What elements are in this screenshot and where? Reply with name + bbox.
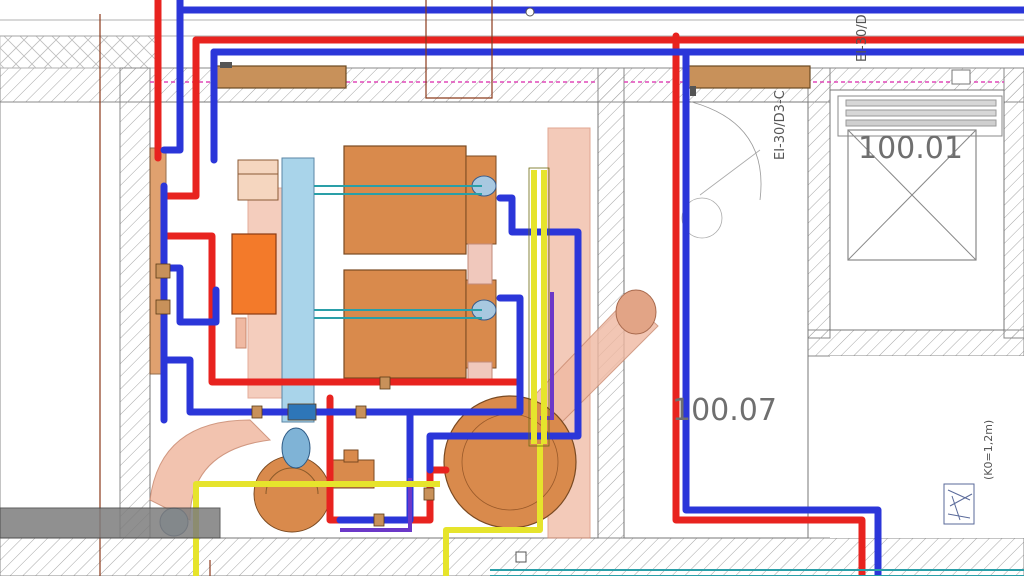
door-label-right: EI-30/D	[855, 14, 870, 62]
scribble-stamp-icon	[943, 483, 975, 525]
valves	[155, 263, 435, 527]
boiler-2	[343, 269, 467, 379]
cold-pipes	[160, 0, 1024, 576]
elevator-shaft	[837, 69, 1003, 261]
door-label-left: EI-30/D3-C	[773, 90, 788, 160]
height-note: (K0=1,2m)	[982, 420, 995, 480]
gas-pipes	[193, 170, 547, 576]
door-labels: EI-30/D3-C EI-30/D (K0=1,2m)	[773, 14, 995, 480]
tank	[231, 233, 277, 315]
gas-pipe-outlines	[528, 167, 550, 447]
markers	[515, 7, 535, 563]
doors	[211, 62, 811, 239]
room-labels: 100.01 100.07	[672, 131, 963, 428]
room-label-100-07: 100.07	[672, 393, 777, 428]
boiler-1	[343, 145, 467, 255]
walls	[0, 19, 1024, 576]
room-label-100-01: 100.01	[858, 131, 963, 166]
round-tank	[443, 395, 577, 529]
cyan-pipes	[314, 185, 1024, 576]
gray-beam	[0, 507, 221, 539]
frame-lines	[99, 0, 493, 576]
